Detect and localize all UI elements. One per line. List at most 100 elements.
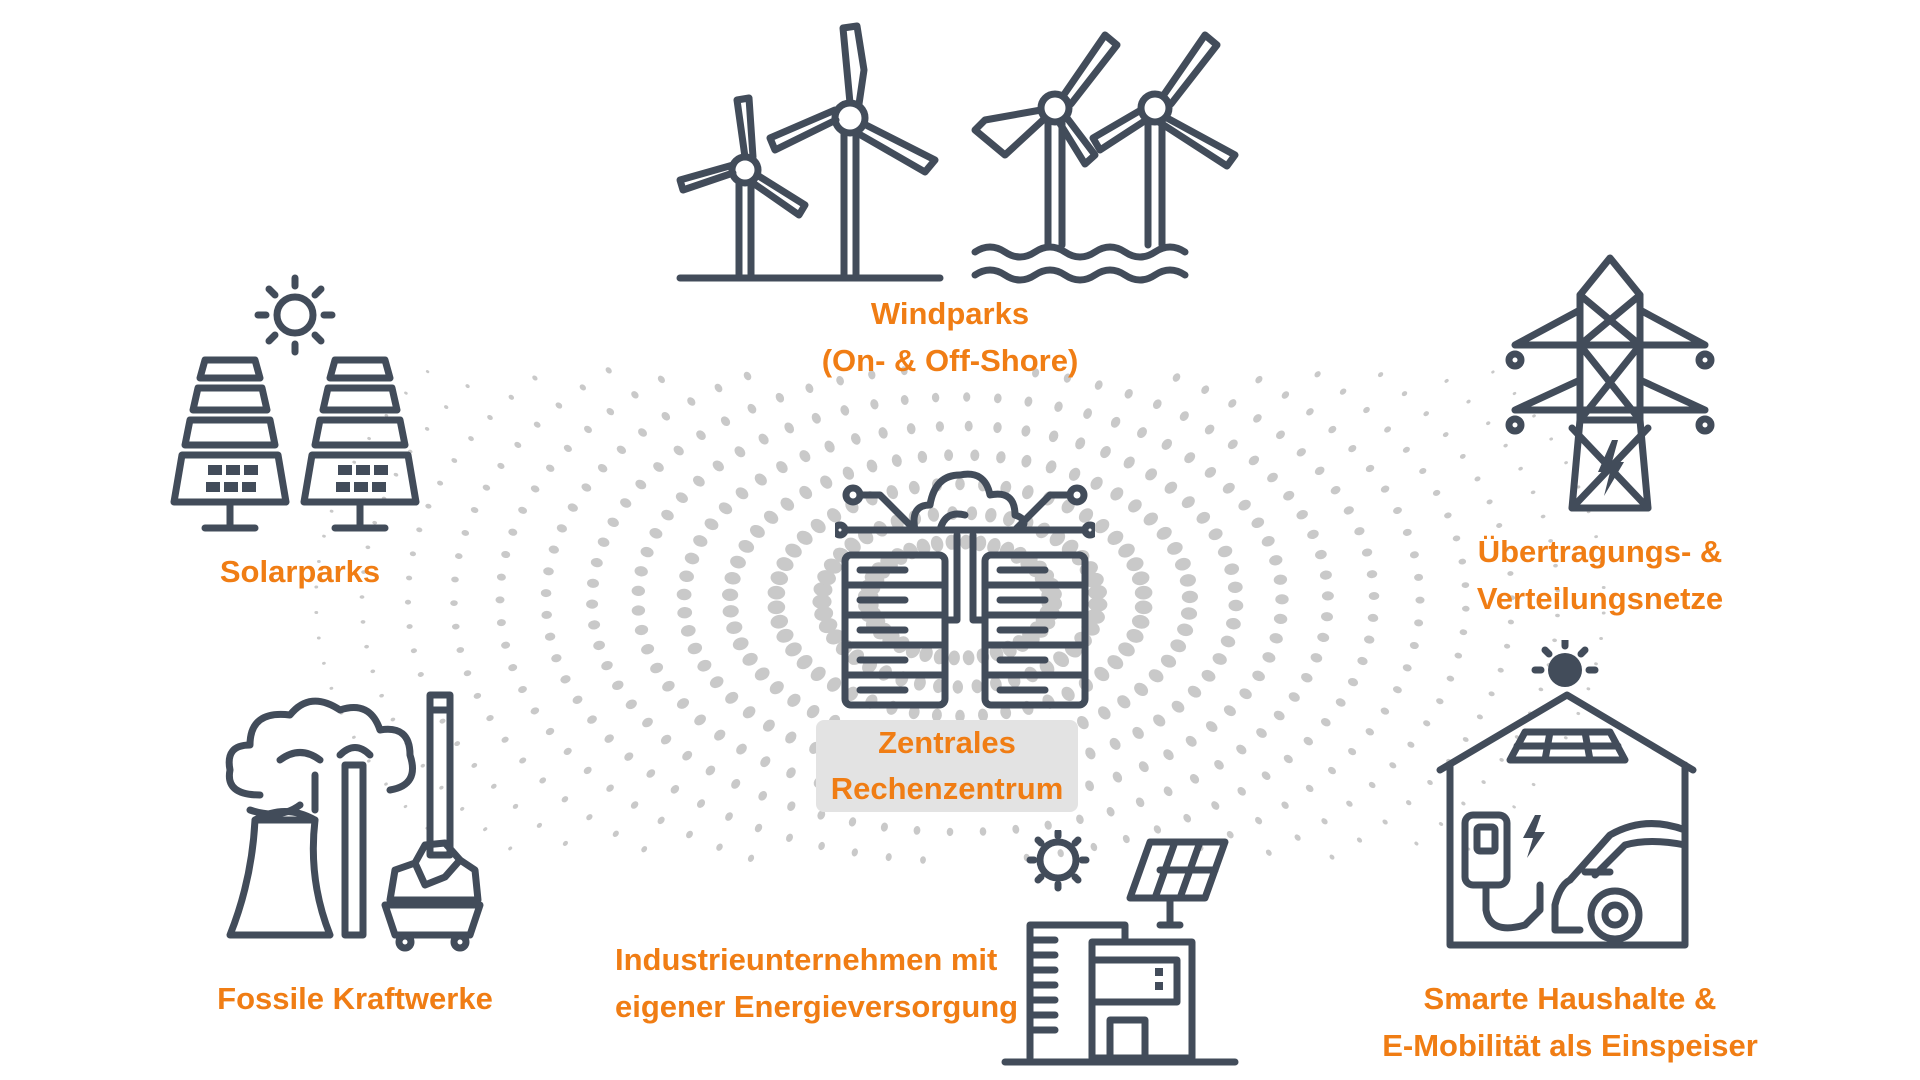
background-dot (785, 642, 802, 657)
background-dot (1553, 563, 1558, 568)
background-dot (985, 507, 997, 523)
background-dot (1474, 476, 1481, 482)
background-dot (1261, 771, 1271, 780)
background-dot (468, 436, 474, 442)
background-dot (1100, 446, 1111, 459)
background-dot (586, 814, 593, 821)
background-dot (508, 846, 513, 851)
background-dot (456, 647, 465, 653)
background-dot (1253, 414, 1262, 423)
background-dot (933, 678, 945, 694)
background-dot (1414, 573, 1424, 581)
background-dot (1185, 735, 1197, 747)
background-dot (971, 679, 983, 694)
background-dot (1177, 623, 1194, 637)
background-dot (1262, 652, 1276, 663)
background-dot (359, 595, 365, 599)
background-dot (1461, 582, 1470, 589)
background-dot (471, 762, 478, 768)
background-dot (1083, 408, 1093, 419)
background-dot (906, 423, 916, 435)
background-dot (1208, 528, 1223, 541)
background-dot (1228, 399, 1237, 408)
background-dot (1365, 728, 1375, 736)
background-dot (1328, 766, 1336, 775)
background-dot (562, 840, 568, 846)
background-dot (885, 853, 892, 862)
background-dot (930, 535, 944, 552)
background-dot (993, 393, 1002, 404)
background-dot (818, 841, 825, 851)
background-dot (1163, 749, 1174, 761)
background-dot (767, 585, 786, 600)
background-dot (1172, 373, 1181, 382)
background-dot (693, 475, 705, 487)
background-dot (1303, 736, 1314, 746)
background-dot (1601, 585, 1606, 590)
background-dot (1419, 467, 1427, 475)
background-dot (1296, 509, 1308, 520)
background-dot (842, 466, 855, 480)
background-dot (770, 571, 789, 586)
background-dot (1328, 425, 1337, 434)
background-dot (1226, 830, 1234, 839)
background-dot (1143, 512, 1158, 526)
background-dot (1222, 482, 1235, 494)
background-dot (1137, 427, 1147, 439)
background-dot (780, 497, 795, 511)
background-dot (1402, 528, 1412, 536)
background-dot (1555, 588, 1561, 593)
background-dot (811, 412, 821, 424)
background-dot (1196, 511, 1211, 524)
background-dot (1393, 506, 1402, 515)
background-dot (694, 714, 706, 726)
background-dot (1427, 779, 1433, 786)
background-dot (1314, 371, 1321, 378)
background-dot (329, 686, 334, 690)
background-dot (1296, 448, 1306, 457)
label-smarte-haushalte: Smarte Haushalte &E-Mobilität als Einspe… (1382, 981, 1758, 1063)
background-dot (1204, 424, 1215, 435)
background-dot (1275, 594, 1289, 605)
background-dot (657, 816, 665, 825)
background-dot (1499, 758, 1504, 762)
background-dot (1555, 613, 1560, 618)
background-dot (579, 384, 586, 391)
background-dot (533, 421, 541, 428)
background-dot (1444, 512, 1452, 519)
background-dot (1414, 841, 1419, 846)
background-dot (1098, 706, 1111, 720)
background-dot (1503, 443, 1508, 448)
background-dot (556, 524, 568, 533)
background-dot (693, 535, 708, 547)
background-dot (670, 784, 680, 794)
background-dot (1044, 820, 1052, 830)
background-dot (754, 823, 763, 833)
background-dot (720, 416, 731, 427)
background-dot (722, 605, 739, 618)
background-dot (1126, 628, 1144, 643)
background-dot (625, 699, 637, 710)
background-dot (1305, 784, 1314, 793)
background-dot (826, 629, 844, 645)
background-dot (501, 550, 511, 559)
background-dot (518, 506, 528, 514)
background-dot (1107, 530, 1124, 545)
background-dot (812, 594, 832, 610)
background-dot (1346, 800, 1353, 807)
background-dot (417, 672, 424, 677)
background-dot (1273, 613, 1288, 625)
background-dot (919, 645, 933, 662)
background-dot (1496, 523, 1503, 528)
background-dot (799, 485, 813, 500)
background-dot (463, 670, 472, 677)
background-dot (785, 543, 802, 558)
label-fossile-kraftwerke: Fossile Kraftwerke (217, 981, 493, 1016)
background-dot (716, 843, 723, 851)
background-dot (770, 614, 789, 629)
background-dot (1054, 401, 1063, 412)
background-dot (352, 735, 356, 739)
background-dot (1402, 664, 1412, 672)
background-dot (1368, 781, 1376, 789)
background-dot (1134, 585, 1153, 600)
